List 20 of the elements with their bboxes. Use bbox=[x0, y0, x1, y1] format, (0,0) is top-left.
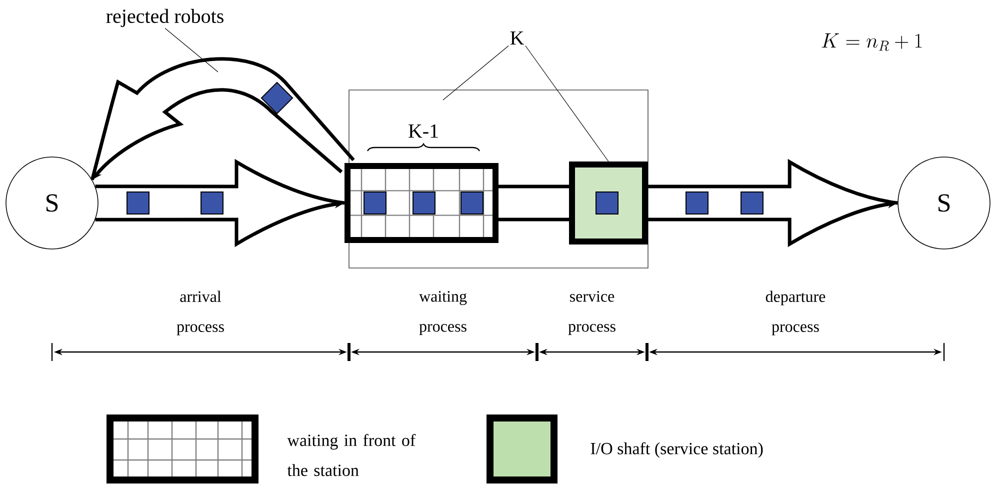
brace-label: K-1 bbox=[408, 124, 438, 138]
formula-label: $K = n_R + 1$ bbox=[822, 33, 922, 51]
process-label: arrival process bbox=[176, 290, 224, 336]
leader-line bbox=[525, 45, 609, 162]
leader-line bbox=[442, 45, 509, 100]
legend-label: I/O shaft (service station) bbox=[590, 442, 763, 458]
queue-grid bbox=[344, 163, 498, 243]
rejection-arrow bbox=[90, 57, 356, 182]
callout-label: rejected robots bbox=[106, 8, 224, 28]
legend-label: waiting in front of the station bbox=[287, 434, 416, 476]
flow-arrow bbox=[94, 160, 346, 246]
callout-label: K bbox=[510, 31, 524, 45]
flow-channel bbox=[496, 184, 571, 222]
flow-arrow bbox=[646, 160, 900, 246]
process-label: departure process bbox=[766, 290, 826, 336]
process-label: waiting process bbox=[419, 291, 467, 335]
system-boundary-box bbox=[348, 90, 648, 268]
process-label: service process bbox=[568, 291, 616, 335]
leader-line bbox=[164, 28, 218, 72]
service-station-box bbox=[569, 162, 648, 244]
